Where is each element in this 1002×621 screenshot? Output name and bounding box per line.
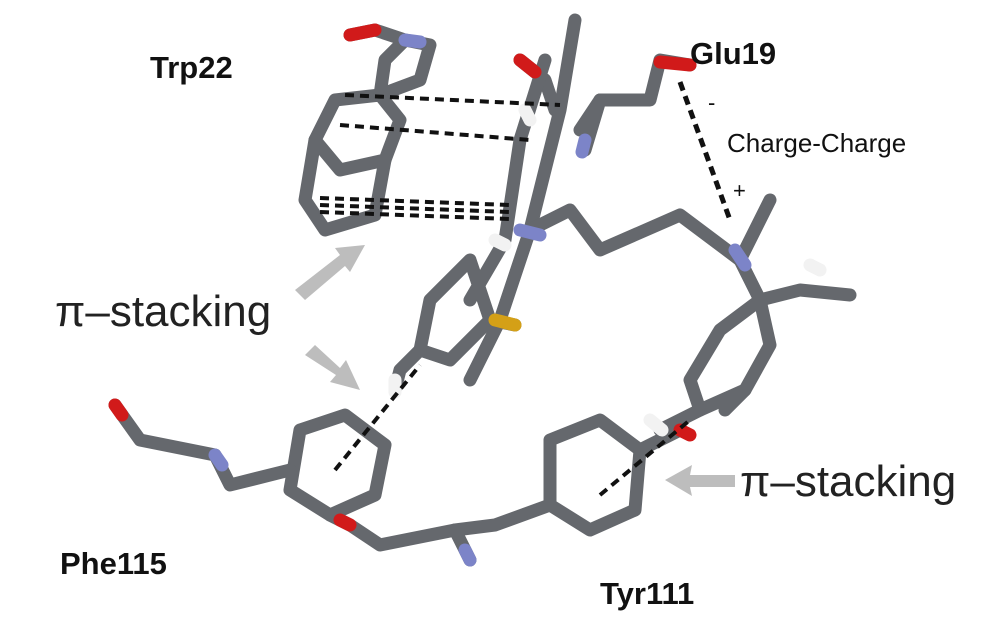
tyr111-chain (448, 498, 557, 537)
arrow-icon (665, 465, 735, 496)
minus-sign: - (708, 90, 716, 115)
pi-stacking-left-label: π–stacking (55, 287, 272, 336)
phe115-label: Phe115 (60, 546, 167, 581)
tyr111-label: Tyr111 (600, 576, 695, 611)
trp-stack-line (319, 196, 511, 207)
trp-stack-line (339, 123, 531, 142)
drug-ring-right (683, 293, 777, 417)
trp22-ring-2 (298, 133, 392, 237)
trp-stack-line (344, 93, 561, 107)
trp22-label: Trp22 (150, 50, 233, 85)
pi-stacking-right-label: π–stacking (740, 457, 957, 506)
arrow-icon (305, 345, 360, 390)
glu19-label: Glu19 (690, 36, 777, 71)
charge-charge-label: Charge-Charge (727, 128, 907, 158)
trp22-chain (373, 33, 437, 102)
drug-ring-left (413, 253, 497, 367)
phe115-chain (108, 398, 297, 492)
charge-charge-line (677, 81, 733, 221)
arrow-icon (295, 245, 365, 300)
tyr-pi-line (598, 418, 692, 497)
phe115-ring (283, 408, 392, 522)
plus-sign: + (733, 178, 746, 203)
phe-pi-line (333, 363, 422, 472)
